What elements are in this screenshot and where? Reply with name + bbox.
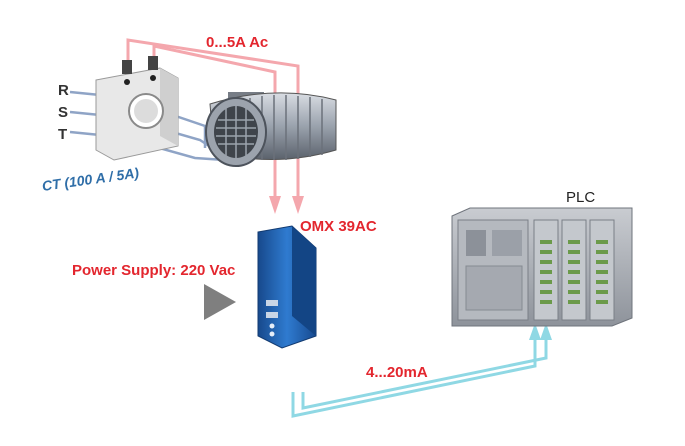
transmitter-module-icon [257, 225, 317, 349]
cyan-wire-outer [291, 340, 537, 418]
phase-label-s: S [58, 104, 69, 121]
red-arrow-head-left [269, 196, 281, 214]
motor-icon [205, 92, 337, 167]
plc-icon [451, 207, 633, 327]
plc-label: PLC [566, 189, 596, 206]
cyan-arrow-head-right [540, 323, 552, 340]
power-supply-label: Power Supply: 220 Vac [72, 262, 236, 279]
module-name-label: OMX 39AC [300, 218, 377, 235]
phase-label-t: T [58, 126, 68, 143]
power-arrow-icon [204, 284, 236, 320]
cyan-output-wires [291, 340, 548, 418]
output-signal-label: 4...20mA [366, 364, 428, 381]
cyan-arrow-head-left [529, 323, 541, 340]
current-transformer-icon [95, 56, 179, 161]
phase-label-r: R [58, 82, 69, 99]
cyan-wire-inner [301, 340, 548, 410]
current-range-label: 0...5A Ac [206, 34, 269, 51]
red-arrow-head-right [292, 196, 304, 214]
